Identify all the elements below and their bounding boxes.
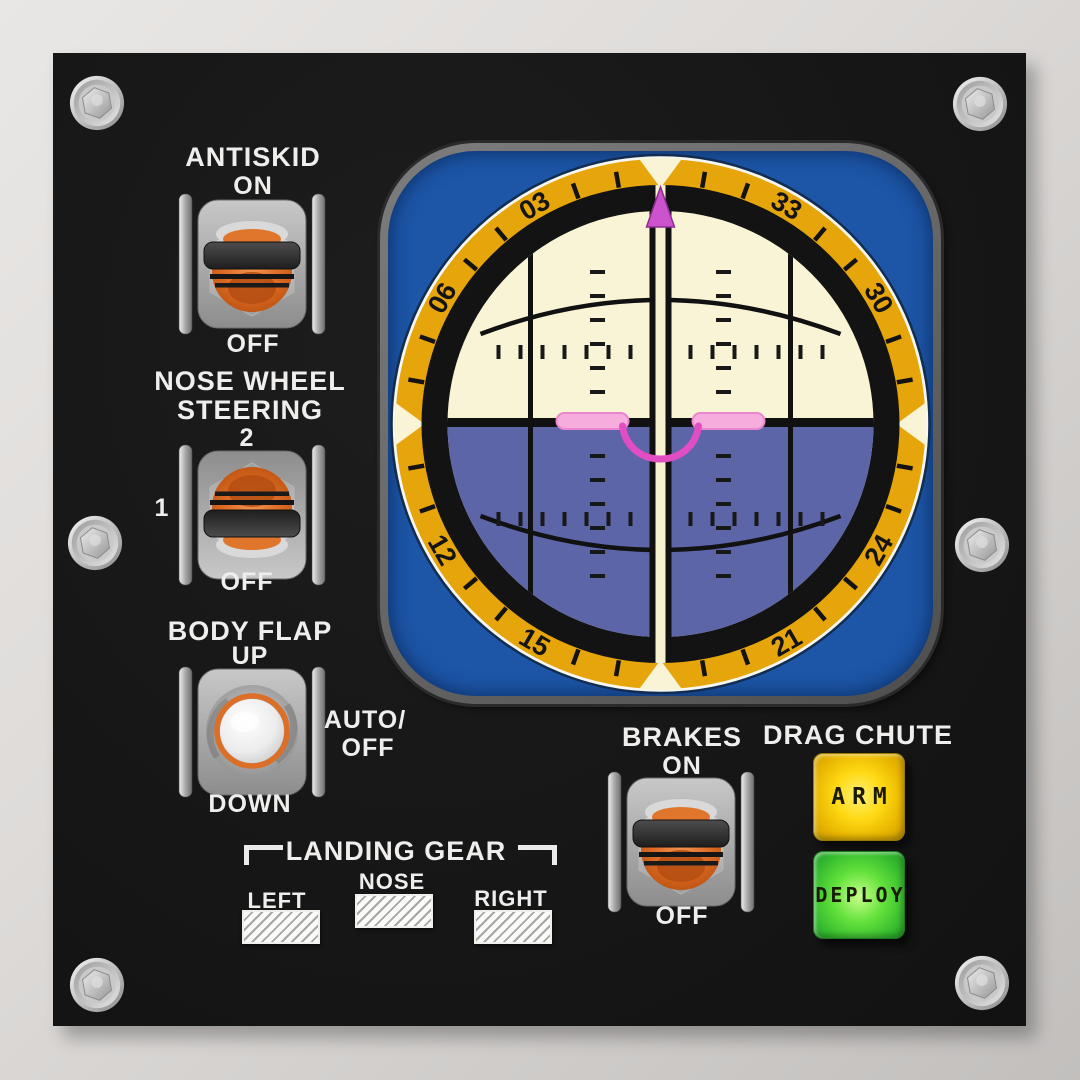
gear-left-indicator xyxy=(242,910,320,944)
bodyflap-title: BODY FLAP xyxy=(167,616,333,646)
nws-title-line1: NOSE WHEEL xyxy=(154,366,346,396)
nws-title-line2: STEERING xyxy=(176,395,324,425)
antiskid-toggle-switch[interactable] xyxy=(177,192,327,336)
adi-flight-director xyxy=(555,412,766,463)
bodyflap-button-switch[interactable] xyxy=(177,665,327,799)
control-panel: ANTISKID ON OFF NOSE WHEEL STEERING 2 1 … xyxy=(53,53,1026,1026)
bodyflap-auto-label-line1: AUTO/ xyxy=(323,706,407,734)
landing-gear-bracket-right xyxy=(518,845,557,865)
dragchute-title: DRAG CHUTE xyxy=(763,720,953,750)
antiskid-off-label: OFF xyxy=(226,330,280,358)
nws-pos1-label: 1 xyxy=(154,494,170,522)
landing-gear-bracket-left xyxy=(244,845,283,865)
bodyflap-auto-label-line2: OFF xyxy=(341,734,395,762)
adi-center-stripe xyxy=(649,185,672,663)
nws-toggle-switch[interactable] xyxy=(177,443,327,587)
screw-middle-right xyxy=(954,517,1010,573)
drag-chute-deploy-button[interactable]: DEPLOY xyxy=(813,851,905,939)
landing-gear-title: LANDING GEAR xyxy=(285,836,507,866)
gear-right-indicator xyxy=(474,910,552,944)
nws-off-label: OFF xyxy=(220,568,274,596)
screw-bottom-left xyxy=(69,957,125,1013)
drag-chute-arm-button[interactable]: ARM xyxy=(813,753,905,841)
nws-pos2-label: 2 xyxy=(239,424,255,452)
bodyflap-up-label: UP xyxy=(231,642,269,670)
brakes-toggle-switch[interactable] xyxy=(606,770,756,914)
antiskid-on-label: ON xyxy=(233,172,273,200)
gear-nose-indicator xyxy=(355,894,433,928)
adi-heading-pointer xyxy=(645,184,676,228)
gear-left-label: LEFT xyxy=(247,888,307,913)
screw-top-right xyxy=(952,76,1008,132)
adi-tick-marks xyxy=(407,171,914,677)
gear-nose-label: NOSE xyxy=(358,869,426,894)
antiskid-title: ANTISKID xyxy=(185,142,321,172)
screw-middle-left xyxy=(67,515,123,571)
screw-top-left xyxy=(69,75,125,131)
brakes-off-label: OFF xyxy=(655,902,709,930)
brakes-title: BRAKES xyxy=(621,722,743,752)
bodyflap-down-label: DOWN xyxy=(208,790,292,818)
brakes-on-label: ON xyxy=(662,752,702,780)
gear-right-label: RIGHT xyxy=(474,886,548,911)
screw-bottom-right xyxy=(954,955,1010,1011)
adi-cardinal-notches xyxy=(394,158,927,690)
